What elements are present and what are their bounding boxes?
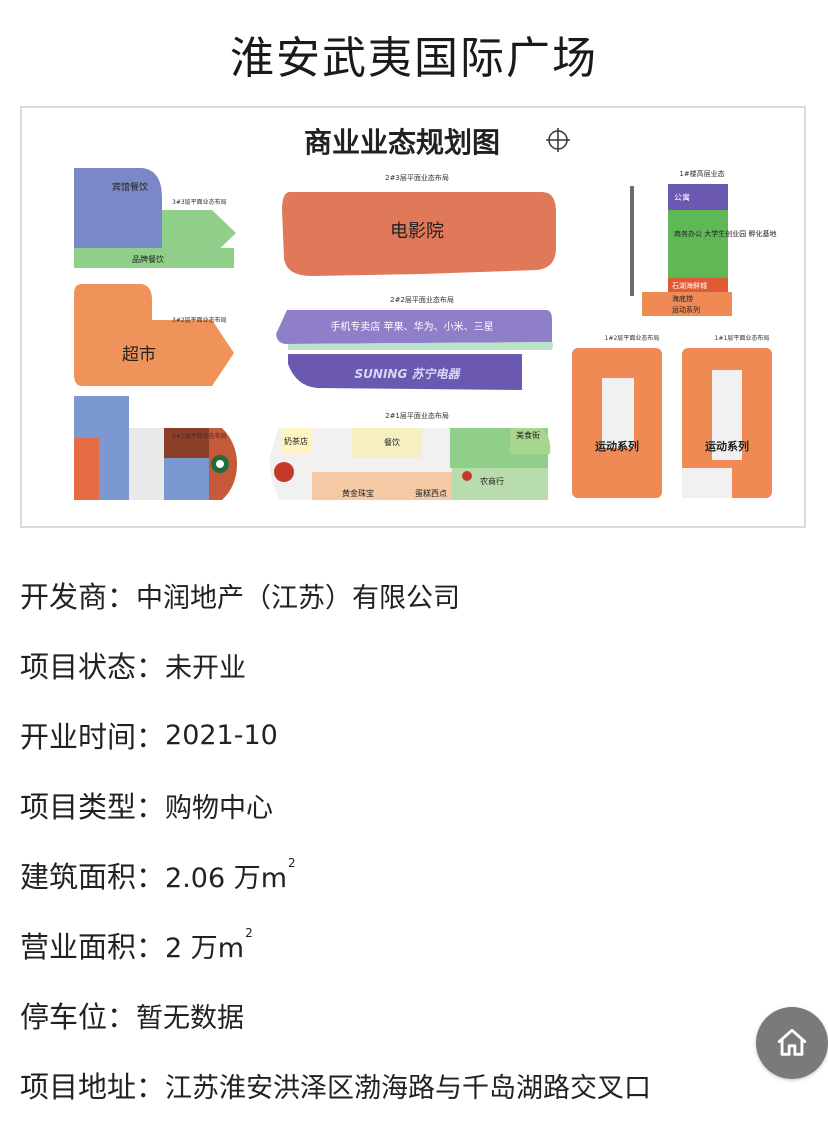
- page-title: 淮安武夷国际广场: [230, 33, 598, 84]
- svg-text:运动系列: 运动系列: [705, 439, 749, 453]
- svg-text:餐饮: 餐饮: [384, 437, 400, 447]
- svg-text:宾馆餐饮: 宾馆餐饮: [112, 181, 148, 193]
- svg-text:运动系列: 运动系列: [595, 439, 639, 453]
- svg-text:农商行: 农商行: [480, 476, 504, 486]
- home-icon: [777, 1028, 807, 1056]
- svg-text:3#1层平面业态布局: 3#1层平面业态布局: [172, 432, 227, 440]
- left-bot-block: 3#1层平面业态布局: [74, 396, 237, 500]
- svg-text:3#3层平面业态布局: 3#3层平面业态布局: [172, 198, 227, 206]
- svg-text:海底捞: 海底捞: [672, 294, 693, 303]
- svg-text:1#1层平面业态布局: 1#1层平面业态布局: [715, 334, 770, 342]
- floor2-block: 2#2层平面业态布局 手机专卖店 苹果、华为、小米、三星 SUNING 苏宁电器: [276, 295, 553, 390]
- building1-floors: 1#2层平面业态布局 运动系列 1#1层平面业态布局 运动系列: [572, 334, 772, 498]
- svg-text:运动系列: 运动系列: [672, 305, 700, 314]
- svg-text:商务办公 大学生创业园 孵化基地: 商务办公 大学生创业园 孵化基地: [674, 229, 776, 238]
- svg-text:2#3层平面业态布局: 2#3层平面业态布局: [385, 173, 449, 182]
- left-mid-block: 超市 3#2层平面业态布局: [74, 284, 234, 386]
- svg-text:蛋糕西点: 蛋糕西点: [415, 488, 447, 498]
- plan-heading: 商业业态规划图: [304, 126, 500, 159]
- svg-text:SUNING 苏宁电器: SUNING 苏宁电器: [355, 367, 462, 381]
- svg-text:品牌餐饮: 品牌餐饮: [132, 254, 164, 264]
- svg-text:公寓: 公寓: [674, 192, 690, 202]
- svg-text:手机专卖店 苹果、华为、小米、三星: 手机专卖店 苹果、华为、小米、三星: [330, 320, 493, 333]
- svg-text:美食街: 美食街: [516, 430, 540, 440]
- business-plan-image: 商业业态规划图 宾馆餐饮 品牌餐饮 3#3层平面业态布局 超市 3#2层平面业态…: [20, 106, 806, 528]
- svg-text:1#楼高层业态: 1#楼高层业态: [679, 169, 724, 178]
- info-row-type: 项目类型： 购物中心: [20, 790, 274, 824]
- svg-text:石湖海鲜城: 石湖海鲜城: [672, 281, 707, 290]
- floor3-cinema: 2#3层平面业态布局 电影院: [282, 173, 556, 276]
- left-top-block: 宾馆餐饮 品牌餐饮 3#3层平面业态布局: [74, 168, 236, 268]
- svg-text:2#1层平面业态布局: 2#1层平面业态布局: [385, 411, 449, 420]
- svg-text:奶茶店: 奶茶店: [284, 436, 308, 446]
- svg-text:2#2层平面业态布局: 2#2层平面业态布局: [390, 295, 454, 304]
- svg-text:电影院: 电影院: [390, 221, 444, 242]
- project-info-list: 开发商： 中润地产（江苏）有限公司 项目状态： 未开业 开业时间： 2021-1…: [20, 560, 740, 1120]
- home-button[interactable]: [756, 1007, 828, 1079]
- svg-text:1#2层平面业态布局: 1#2层平面业态布局: [605, 334, 660, 342]
- info-row-parking: 停车位： 暂无数据: [20, 1000, 245, 1034]
- info-row-opening-time: 开业时间： 2021-10: [20, 719, 278, 755]
- tower-block: 1#楼高层业态 公寓 商务办公 大学生创业园 孵化基地 石湖海鲜城 海底捞 运动…: [630, 169, 776, 316]
- info-row-building-area: 建筑面积： 2.06 万m2: [20, 855, 296, 895]
- svg-text:黄金珠宝: 黄金珠宝: [342, 488, 374, 498]
- info-row-address: 项目地址： 江苏淮安洪泽区渤海路与千岛湖路交叉口: [20, 1070, 652, 1104]
- info-row-developer: 开发商： 中润地产（江苏）有限公司: [20, 580, 461, 614]
- svg-text:超市: 超市: [122, 345, 156, 365]
- floor1-block: 2#1层平面业态布局 奶茶店 餐饮 美食街 黄金珠宝 蛋糕西点 农商行: [269, 411, 551, 500]
- compass-icon: [546, 128, 570, 152]
- info-row-business-area: 营业面积： 2 万m2: [20, 925, 253, 965]
- info-row-status: 项目状态： 未开业: [20, 650, 247, 684]
- svg-text:3#2层平面业态布局: 3#2层平面业态布局: [172, 316, 227, 324]
